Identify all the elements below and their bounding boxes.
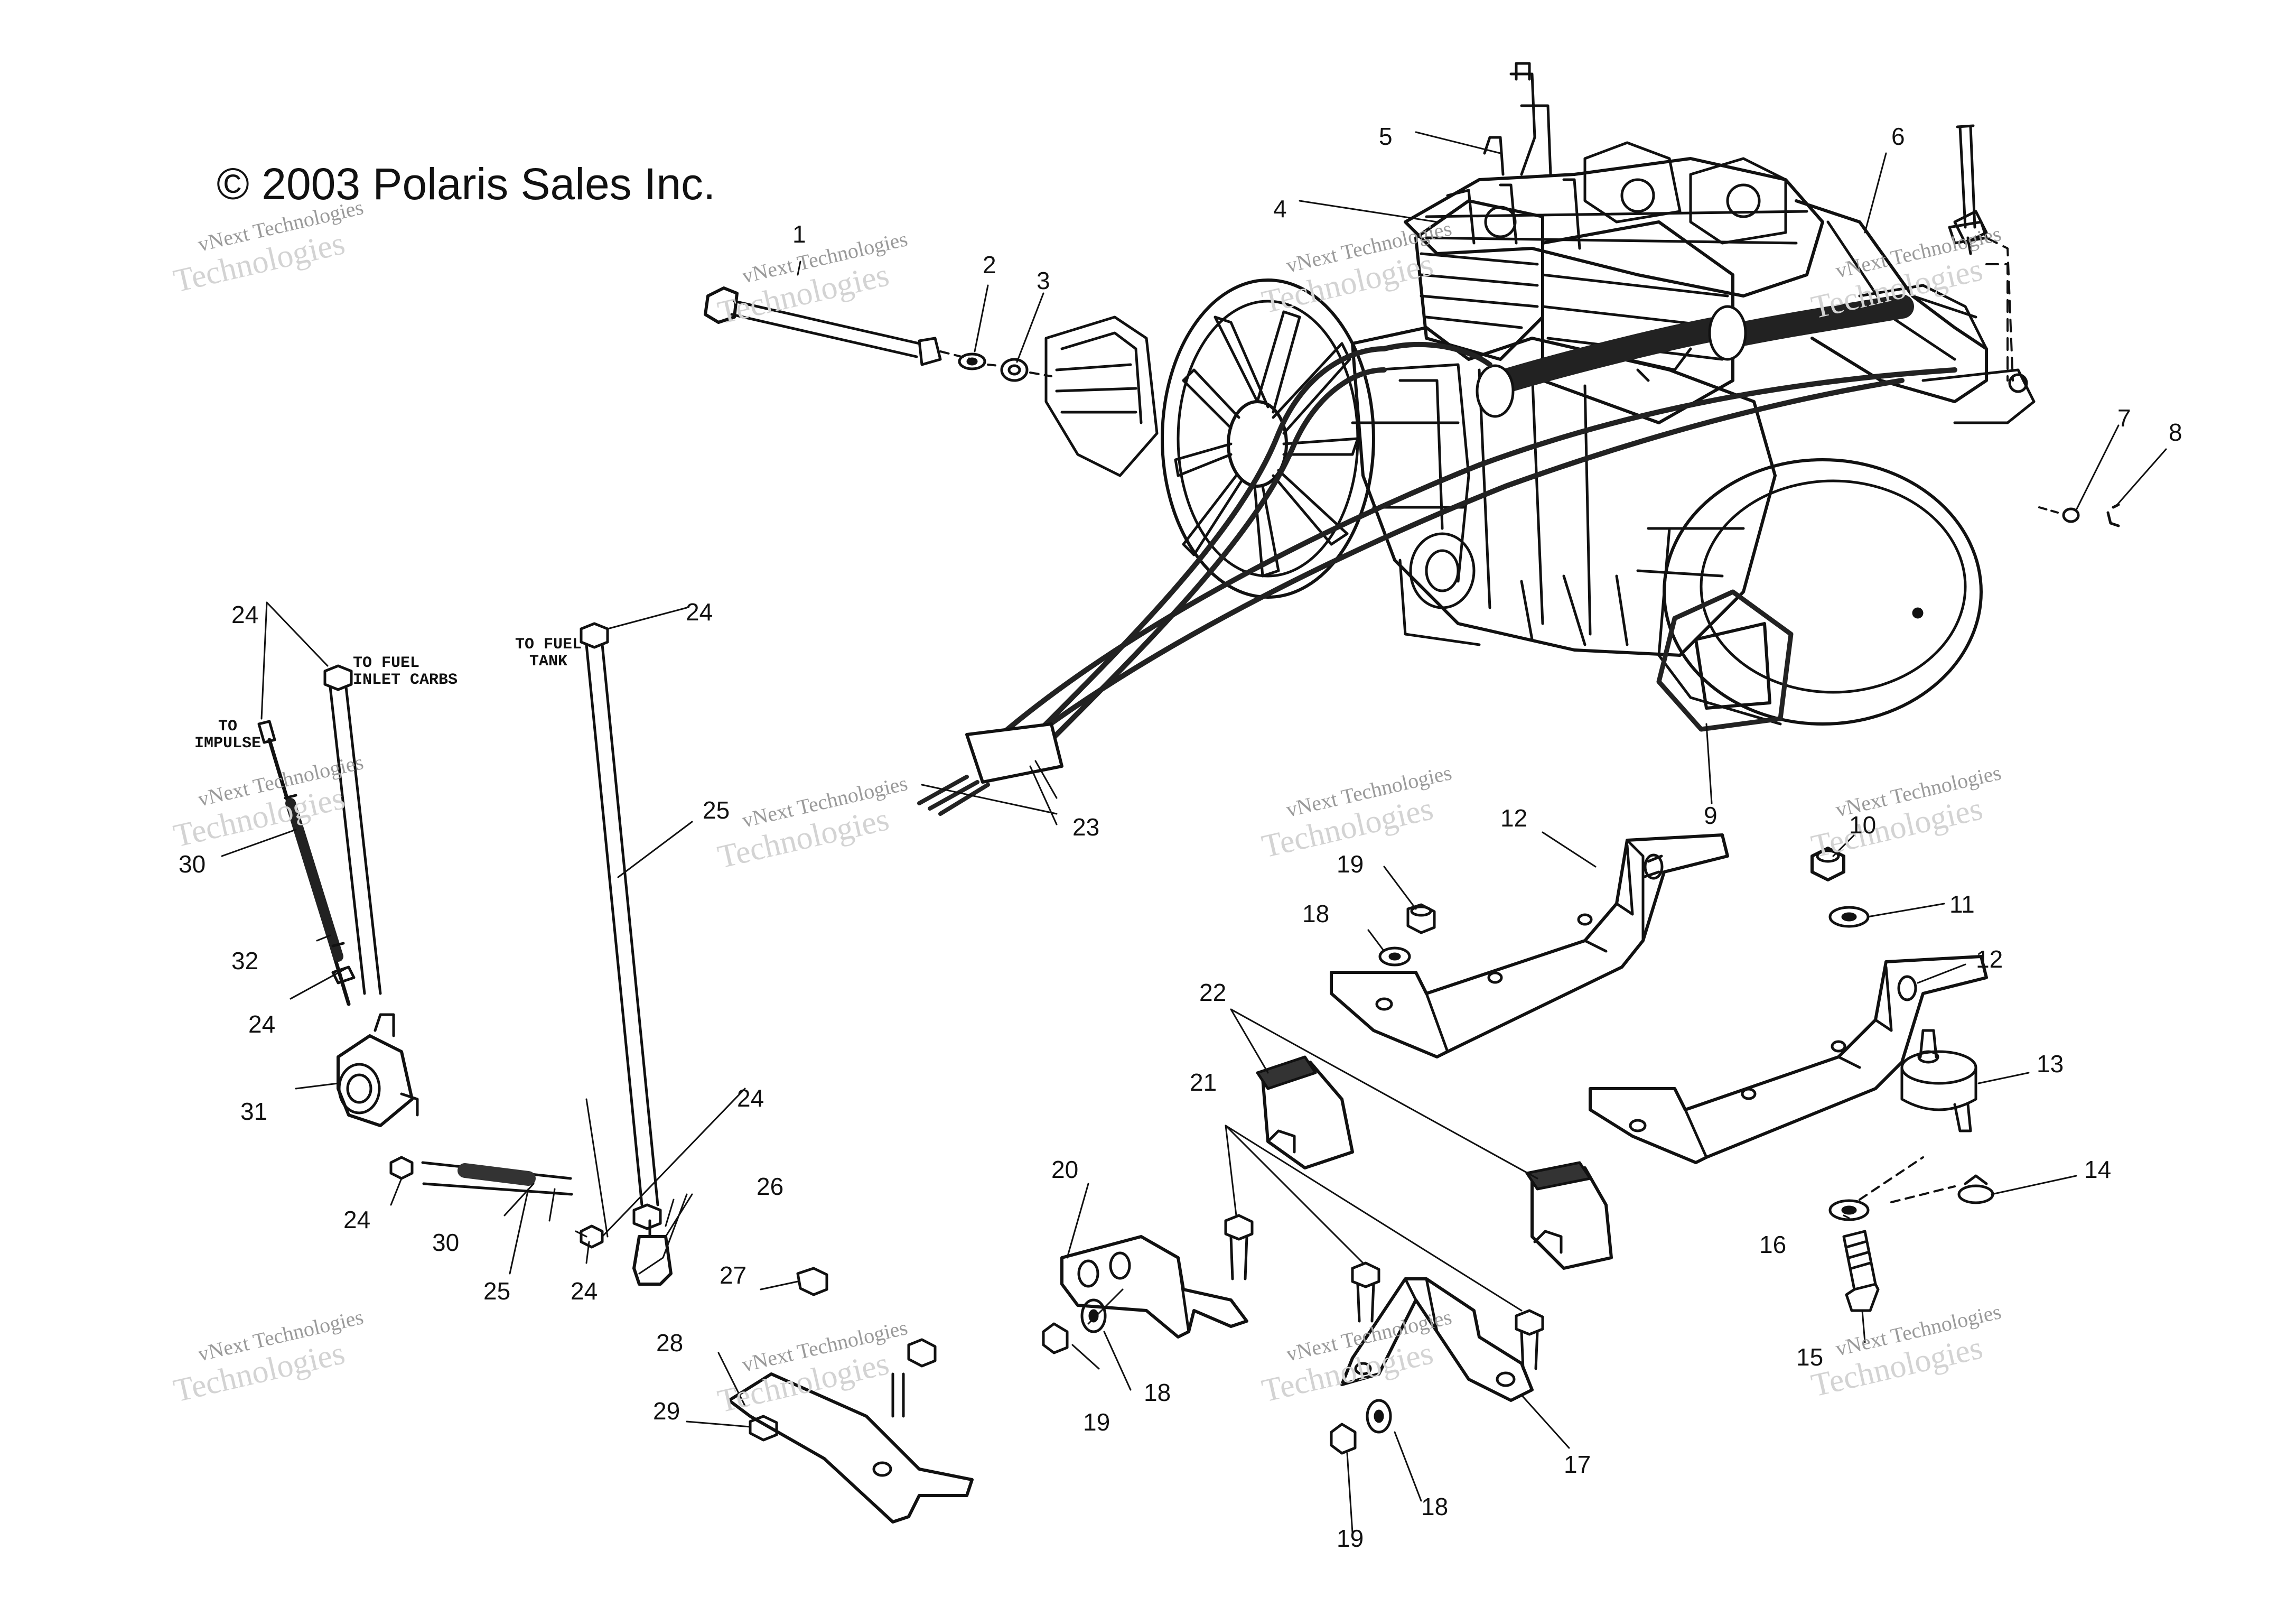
callout-18: 18	[1144, 1379, 1171, 1406]
callout-22: 22	[1199, 979, 1227, 1006]
callout-15: 15	[1796, 1343, 1824, 1371]
callout-6: 6	[1891, 123, 1905, 150]
callout-19: 19	[1337, 1525, 1364, 1552]
callout-28: 28	[656, 1329, 684, 1357]
engine-assembly	[917, 62, 2036, 816]
callout-2: 2	[983, 251, 996, 278]
callout-8: 8	[2169, 419, 2182, 446]
callout-11: 11	[1949, 890, 1975, 918]
callout-16: 16	[1759, 1231, 1787, 1258]
through-bolt-and-washers	[704, 286, 2120, 527]
callout-20: 20	[1051, 1156, 1079, 1183]
callout-5: 5	[1379, 123, 1393, 150]
callout-23: 23	[1072, 813, 1100, 841]
callout-24: 24	[231, 601, 259, 628]
callout-26: 26	[757, 1173, 784, 1200]
callout-25: 25	[703, 796, 730, 824]
callout-24: 24	[343, 1206, 371, 1233]
engine-mount-plate-lower	[1589, 955, 1988, 1164]
callout-24: 24	[571, 1277, 598, 1305]
callout-14: 14	[2084, 1156, 2112, 1183]
callout-10: 10	[1849, 811, 1877, 839]
callout-24: 24	[248, 1010, 276, 1038]
callout-4: 4	[1273, 195, 1287, 222]
callout-27: 27	[720, 1261, 747, 1289]
leader-lines	[221, 131, 2167, 1534]
callout-12: 12	[1500, 804, 1528, 832]
callout-19: 19	[1083, 1408, 1110, 1436]
callout-24: 24	[686, 598, 713, 626]
callout-12: 12	[1976, 945, 2003, 973]
callout-24: 24	[737, 1084, 764, 1112]
callout-32: 32	[231, 947, 259, 974]
callout-9: 9	[1704, 802, 1718, 829]
small-hardware	[1042, 847, 1994, 1455]
engine-mount-plate-upper	[1330, 833, 1729, 1058]
callout-21: 21	[1190, 1069, 1217, 1096]
callout-18: 18	[1421, 1493, 1449, 1520]
fuel-system	[257, 622, 974, 1524]
callout-7: 7	[2117, 404, 2131, 432]
callout-30: 30	[179, 850, 206, 878]
callout-31: 31	[240, 1098, 268, 1125]
callout-1: 1	[792, 220, 806, 248]
callout-25: 25	[483, 1277, 511, 1305]
callout-13: 13	[2037, 1050, 2064, 1078]
copyright-notice: © 2003 Polaris Sales Inc.	[217, 159, 716, 209]
callout-30: 30	[432, 1229, 460, 1256]
callout-3: 3	[1037, 267, 1050, 294]
callout-17: 17	[1564, 1451, 1591, 1478]
callout-19: 19	[1337, 850, 1364, 878]
callout-18: 18	[1302, 900, 1330, 927]
callout-29: 29	[653, 1397, 680, 1425]
